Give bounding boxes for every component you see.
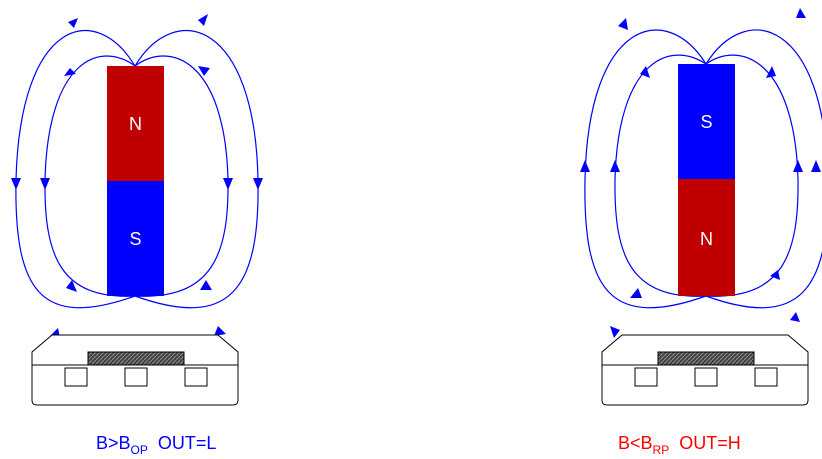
right-arrows (580, 8, 821, 338)
right-field-lines (584, 29, 822, 309)
arrow-icon (253, 178, 263, 190)
arrow-icon (68, 18, 78, 28)
right-top-pole-label: S (700, 112, 712, 132)
left-pin (184, 367, 208, 387)
left-caption: B>BOP OUT=L (96, 433, 216, 457)
arrow-icon (618, 18, 628, 30)
left-assembly: N S B>BOP OUT=L (11, 14, 263, 457)
arrow-icon (796, 8, 806, 18)
left-hall-sensor (31, 334, 239, 406)
left-pin (64, 367, 88, 387)
arrow-icon (64, 68, 76, 76)
arrow-icon (66, 280, 77, 292)
arrow-icon (11, 178, 21, 190)
right-magnet-south (678, 64, 735, 179)
left-pin (124, 367, 148, 387)
right-pin (754, 367, 778, 387)
right-pin (634, 367, 658, 387)
right-pin (694, 367, 718, 387)
left-magnet-south (107, 181, 164, 296)
right-hall-sensor (601, 334, 809, 406)
left-caption-b: B>B (96, 433, 131, 453)
right-bottom-pole-label: N (700, 229, 713, 249)
right-caption-out: OUT=H (679, 433, 741, 453)
right-magnet-north (678, 179, 735, 296)
right-field-line-outer-right (705, 29, 822, 309)
arrow-icon (793, 160, 803, 172)
arrow-icon (811, 160, 821, 172)
left-caption-sub: OP (131, 443, 148, 457)
right-caption: B<BRP OUT=H (618, 433, 741, 457)
arrow-icon (610, 326, 620, 338)
arrow-icon (790, 312, 800, 322)
arrow-icon (640, 66, 650, 78)
left-top-pole-label: N (129, 114, 142, 134)
arrow-icon (40, 178, 50, 190)
right-assembly: S N B<BRP OUT=H (580, 8, 822, 457)
left-caption-out: OUT=L (158, 433, 217, 453)
right-field-line-outer-left (584, 29, 707, 309)
arrow-icon (630, 288, 642, 298)
left-arrows (11, 14, 263, 338)
left-magnet-north (107, 66, 164, 181)
arrow-icon (770, 270, 780, 280)
arrow-icon (223, 178, 233, 190)
arrow-icon (766, 66, 776, 78)
arrow-icon (200, 280, 212, 290)
arrow-icon (610, 160, 620, 172)
left-bottom-pole-label: S (129, 229, 141, 249)
right-field-line-inner-right (705, 54, 799, 297)
left-hall-element (87, 351, 185, 366)
right-hall-element (657, 351, 755, 366)
right-caption-b: B<B (618, 433, 653, 453)
arrow-icon (214, 326, 226, 336)
arrow-icon (198, 14, 208, 26)
arrow-icon (198, 66, 210, 76)
arrow-icon (580, 160, 590, 172)
right-field-line-inner-left (614, 54, 707, 297)
right-caption-sub: RP (653, 443, 670, 457)
